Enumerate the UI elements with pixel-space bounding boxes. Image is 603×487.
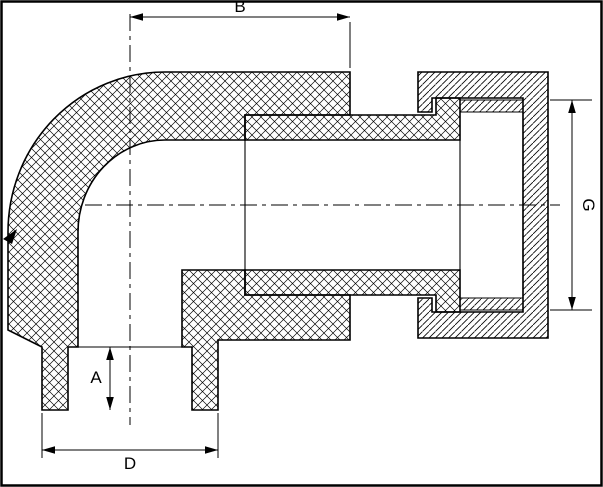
arrow-a-bottom bbox=[106, 397, 114, 410]
arrow-b-right bbox=[337, 13, 350, 21]
arrow-g-bottom bbox=[568, 297, 576, 310]
arrow-b-left bbox=[130, 13, 143, 21]
dimension-labels: B G A D bbox=[90, 0, 598, 473]
union-nut-section bbox=[417, 71, 549, 339]
dimension-arrowheads bbox=[3, 13, 576, 454]
arrow-d-left bbox=[42, 446, 55, 454]
arrow-d-right bbox=[205, 446, 218, 454]
arrow-a-top bbox=[106, 347, 114, 360]
thread-upper-section bbox=[459, 99, 524, 113]
centerlines bbox=[85, 14, 560, 425]
elbow-upper-wall-section bbox=[7, 71, 351, 411]
dimension-d-label: D bbox=[124, 454, 136, 473]
dimension-a-label: A bbox=[90, 368, 102, 387]
dimension-b-label: B bbox=[234, 0, 245, 16]
thread-lower-section bbox=[459, 297, 524, 311]
surface-indicator-arrow bbox=[3, 229, 17, 244]
union-nut bbox=[417, 71, 549, 339]
dimension-g-label: G bbox=[579, 198, 598, 211]
arrow-g-top bbox=[568, 100, 576, 113]
